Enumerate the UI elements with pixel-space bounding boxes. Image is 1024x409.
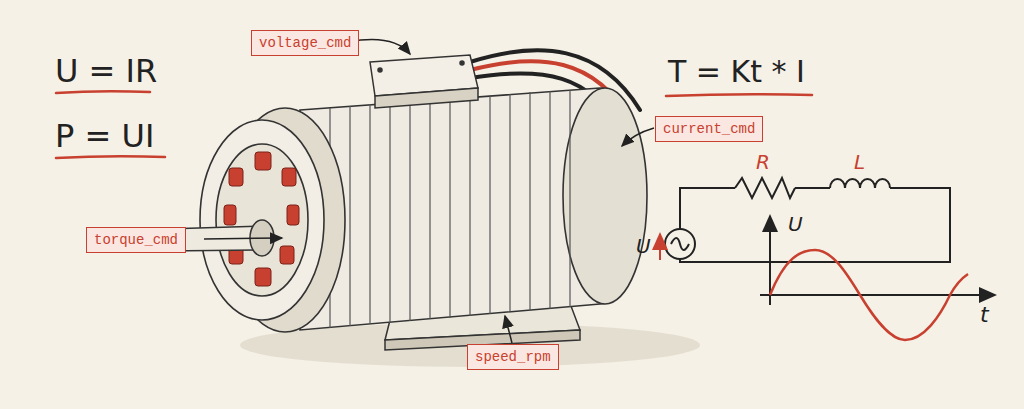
signal-name: torque_cmd (94, 231, 178, 249)
ac-source-symbol (665, 229, 695, 259)
signal-label-box: current_cmd (655, 116, 763, 142)
inductor-symbol (830, 179, 890, 188)
terminal-box (375, 88, 478, 108)
cooling-fins (409, 101, 410, 321)
signal-label-box: torque_cmd (86, 227, 186, 253)
formula-underline (666, 94, 812, 96)
cooling-fins (449, 98, 450, 318)
signal-label-box: speed_rpm (467, 344, 559, 370)
formula-underline (56, 156, 165, 158)
circuit-label: U (788, 212, 803, 236)
stator-coil (224, 152, 299, 286)
cooling-fins (330, 90, 570, 328)
signal-name: voltage_cmd (259, 34, 351, 52)
circuit-label: L (854, 150, 865, 174)
signal-label-box: voltage_cmd (251, 30, 359, 56)
cooling-fins (529, 92, 530, 311)
cooling-fins (549, 91, 550, 309)
sine-wave (770, 250, 968, 340)
terminal-box (460, 61, 464, 65)
terminal-box (370, 55, 478, 108)
cooling-fins (429, 100, 430, 319)
leader-arrow (505, 316, 512, 343)
cooling-fins (489, 95, 490, 314)
circuit-label: U (636, 234, 651, 258)
cooling-fins (469, 97, 470, 316)
front-end-cap (216, 144, 308, 296)
circuit-wire (795, 187, 830, 189)
cooling-fins (389, 103, 390, 323)
resistor-symbol (735, 178, 795, 198)
terminal-box (378, 68, 382, 72)
formula-text: P = UI (55, 117, 154, 155)
stator-coil (255, 152, 271, 170)
formula-text: T = Kt * I (668, 54, 805, 89)
cooling-fins (569, 90, 570, 307)
cooling-fins (509, 94, 510, 312)
ac-source-symbol (671, 238, 689, 250)
leader-arrow (204, 40, 654, 343)
stator-coil (255, 268, 271, 286)
circuit-wire (680, 188, 735, 229)
formula-underline (56, 91, 150, 93)
signal-name: current_cmd (663, 120, 755, 138)
circuit-label: R (756, 150, 770, 174)
cooling-fins (349, 106, 350, 326)
signal-name: speed_rpm (475, 348, 551, 366)
motor-body (563, 88, 647, 304)
front-end-cap (200, 120, 324, 320)
plot-axis (760, 294, 995, 296)
voltage-arrow (659, 234, 661, 260)
cooling-fins (369, 104, 370, 324)
stator-coil (282, 168, 296, 186)
stator-coil (287, 205, 299, 225)
leader-arrow (622, 128, 654, 146)
motor-body (300, 88, 647, 330)
stator-coil (229, 168, 243, 186)
formula-text: U = IR (55, 52, 157, 90)
stator-coil (224, 205, 236, 225)
stator-coil (280, 246, 294, 264)
leader-arrow (204, 238, 282, 239)
circuit-label: t (980, 302, 989, 327)
front-end-cap (200, 108, 345, 332)
ac-source-symbol (665, 229, 695, 259)
